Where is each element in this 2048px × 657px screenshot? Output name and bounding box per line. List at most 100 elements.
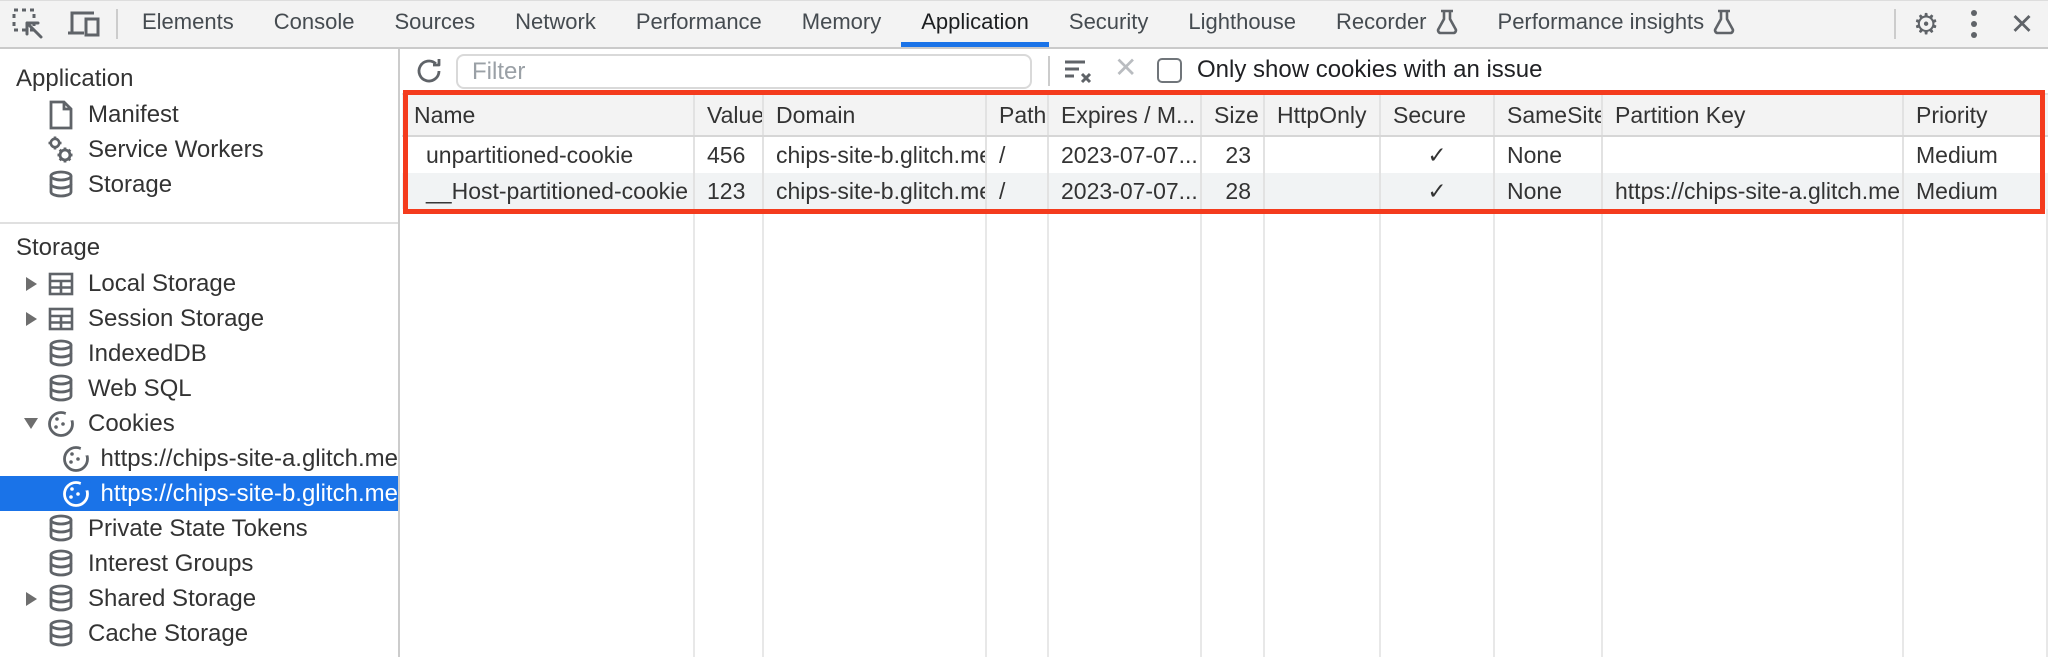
sidebar-section-application: Application [16, 65, 134, 92]
sidebar-item-storage[interactable]: Storage [0, 167, 398, 202]
column-header-expires[interactable]: Expires / M... [1049, 95, 1202, 135]
table-icon [44, 305, 78, 333]
table-row[interactable]: __Host-partitioned-cookie 123 chips-site… [402, 173, 2048, 209]
column-header-samesite[interactable]: SameSite [1495, 95, 1603, 135]
tab-security[interactable]: Security [1068, 8, 1149, 34]
cell-name: __Host-partitioned-cookie [402, 173, 695, 209]
sidebar-item-local-storage[interactable]: Local Storage [0, 266, 398, 301]
table-row[interactable]: unpartitioned-cookie 456 chips-site-b.gl… [402, 137, 2048, 173]
clear-all-icon[interactable] [1062, 57, 1096, 87]
tab-elements[interactable]: Elements [142, 8, 234, 34]
application-sidebar: Application Manifest Service Workers [0, 49, 400, 657]
column-header-value[interactable]: Value [695, 95, 764, 135]
column-header-secure[interactable]: Secure [1381, 95, 1495, 135]
cell-secure: ✓ [1381, 137, 1495, 173]
cell-priority: Medium [1916, 178, 1998, 204]
experiment-flask-icon [1436, 9, 1458, 35]
sidebar-item-web-sql[interactable]: Web SQL [0, 371, 398, 406]
database-icon [44, 584, 78, 614]
cell-expires: 2023-07-07... [1049, 173, 1202, 209]
cell-domain: chips-site-b.glitch.me [764, 137, 987, 173]
cell-secure: ✓ [1381, 173, 1495, 209]
chevron-right-icon[interactable] [25, 311, 37, 326]
tab-performance-insights[interactable]: Performance insights [1478, 1, 1756, 47]
sidebar-item-private-state-tokens[interactable]: Private State Tokens [0, 511, 398, 546]
chevron-right-icon[interactable] [25, 276, 37, 291]
cell-path: / [987, 137, 1049, 173]
sidebar-item-indexeddb[interactable]: IndexedDB [0, 336, 398, 371]
delete-selected-icon[interactable]: ✕ [1114, 52, 1138, 83]
sidebar-item-cookies-chips-site-b-selected[interactable]: https://chips-site-b.glitch.me [0, 476, 398, 511]
cell-partition-key: https://chips-site-a.glitch.me [1603, 173, 1904, 209]
database-icon [44, 514, 78, 544]
sidebar-item-cookies[interactable]: Cookies [0, 406, 398, 441]
devtools-tabbar: Elements Console Sources Network Perform… [0, 1, 2048, 49]
settings-gear-icon[interactable]: ⚙ [1913, 8, 1939, 41]
refresh-icon[interactable] [414, 56, 444, 86]
sidebar-item-cookies-chips-site-a[interactable]: https://chips-site-a.glitch.me [0, 441, 398, 476]
column-header-partition-key[interactable]: Partition Key [1603, 95, 1904, 135]
tab-lighthouse[interactable]: Lighthouse [1188, 8, 1297, 34]
tab-network[interactable]: Network [515, 8, 596, 34]
table-empty-area [402, 209, 2048, 657]
chevron-right-icon[interactable] [25, 591, 37, 606]
tab-performance[interactable]: Performance [635, 8, 762, 34]
cookies-table-header: Name Value Domain Path Expires / M... Si… [402, 93, 2048, 137]
toolbar-divider [1048, 56, 1050, 86]
column-header-httponly[interactable]: HttpOnly [1265, 95, 1381, 135]
cell-samesite: None [1495, 137, 1603, 173]
tab-memory[interactable]: Memory [801, 8, 882, 34]
only-show-issue-checkbox[interactable] [1157, 58, 1182, 83]
chevron-down-icon[interactable] [24, 418, 38, 429]
document-icon [44, 100, 78, 130]
cell-samesite: None [1495, 173, 1603, 209]
sidebar-item-session-storage[interactable]: Session Storage [0, 301, 398, 336]
filter-input[interactable] [456, 54, 1032, 89]
experiment-flask-icon [1713, 9, 1735, 35]
tab-sources[interactable]: Sources [394, 8, 476, 34]
column-header-size[interactable]: Size [1202, 95, 1265, 135]
cell-partition-key [1603, 137, 1904, 173]
toolbar-divider [116, 9, 118, 39]
sidebar-section-storage: Storage [16, 234, 101, 261]
sidebar-section-divider [0, 222, 398, 224]
cookie-icon [61, 444, 91, 474]
column-header-name[interactable]: Name [402, 95, 695, 135]
cell-priority: Medium [1916, 142, 1998, 168]
sidebar-item-interest-groups[interactable]: Interest Groups [0, 546, 398, 581]
toolbar-divider [1894, 9, 1896, 39]
column-header-domain[interactable]: Domain [764, 95, 987, 135]
column-header-priority[interactable]: Priority [1916, 102, 1988, 128]
database-icon [44, 339, 78, 369]
cell-size: 28 [1202, 173, 1265, 209]
cookie-icon [44, 409, 78, 439]
tabbar-right-controls: ⚙ ✕ [1890, 1, 2048, 47]
database-icon [44, 619, 78, 649]
gears-icon [44, 135, 78, 165]
cookies-toolbar: ✕ Only show cookies with an issue [402, 49, 2048, 93]
sidebar-item-shared-storage[interactable]: Shared Storage [0, 581, 398, 616]
tab-console[interactable]: Console [273, 8, 355, 34]
close-devtools-icon[interactable]: ✕ [2009, 8, 2035, 41]
cell-size: 23 [1202, 137, 1265, 173]
column-header-path[interactable]: Path [987, 95, 1049, 135]
tab-application[interactable]: Application [901, 1, 1049, 47]
device-toolbar-icon[interactable] [56, 1, 112, 47]
tab-recorder[interactable]: Recorder [1316, 1, 1477, 47]
cell-value: 456 [695, 137, 764, 173]
table-icon [44, 270, 78, 298]
cell-name: unpartitioned-cookie [402, 137, 695, 173]
cell-value: 123 [695, 173, 764, 209]
database-icon [44, 549, 78, 579]
sidebar-item-manifest[interactable]: Manifest [0, 97, 398, 132]
cell-domain: chips-site-b.glitch.me [764, 173, 987, 209]
inspect-element-icon[interactable] [0, 1, 56, 47]
sidebar-item-cache-storage[interactable]: Cache Storage [0, 616, 398, 651]
cookies-panel: ✕ Only show cookies with an issue Name V… [402, 49, 2048, 657]
sidebar-item-service-workers[interactable]: Service Workers [0, 132, 398, 167]
cell-path: / [987, 173, 1049, 209]
cookie-icon [61, 479, 91, 509]
only-show-issue-label[interactable]: Only show cookies with an issue [1197, 56, 1543, 83]
more-options-icon[interactable] [1952, 10, 1996, 38]
